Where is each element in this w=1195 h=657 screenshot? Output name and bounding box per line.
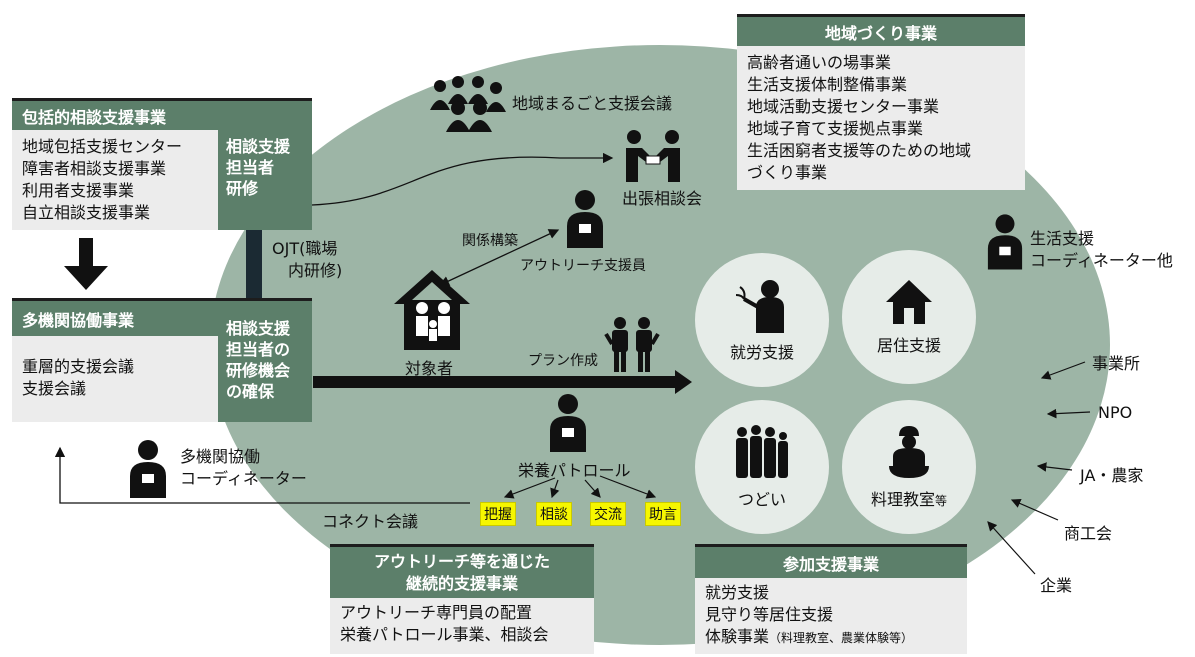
taishosha-label: 対象者 — [405, 359, 454, 378]
circle-tsudoi: つどい — [695, 400, 829, 534]
parent-child-icon — [604, 317, 660, 372]
family-house-icon — [394, 270, 470, 350]
circle-kyoju: 居住支援 — [842, 250, 976, 384]
tkc-line: コーディネーター — [180, 469, 307, 488]
chiiki-title: 地域づくり事業 — [737, 14, 1025, 46]
plan-label: プラン作成 — [528, 353, 598, 369]
staff-icon — [567, 190, 603, 248]
people-group-icon — [736, 425, 788, 478]
circle-ryori-main: 料理教室 — [870, 490, 935, 509]
ja-label: JA・農家 — [1080, 466, 1144, 485]
chiiki-item: 生活支援体制整備事業 — [747, 75, 908, 94]
takikan-side-line: 相談支援 — [226, 319, 291, 338]
ojt-label: OJT(職場 内研修) — [272, 238, 342, 282]
cooking-icon — [889, 426, 929, 478]
outreach-item: アウトリーチ専門員の配置 — [340, 603, 533, 622]
circle-shuro-label: 就労支援 — [729, 343, 794, 362]
houkatsu-item: 利用者支援事業 — [22, 181, 135, 200]
shutcho-label: 出張相談会 — [622, 189, 703, 208]
houkatsu-item: 地域包括支援センター — [22, 137, 183, 156]
chiiki-item: づくり事業 — [747, 163, 828, 182]
takikan-side-line: 研修機会 — [226, 361, 291, 380]
staff-icon — [987, 214, 1023, 270]
houkatsu-side-line: 担当者 — [226, 158, 275, 177]
sanka-title: 参加支援事業 — [695, 544, 967, 578]
circle-kyoju-label: 居住支援 — [876, 336, 941, 355]
outreach-title: アウトリーチ等を通じた 継続的支援事業 — [330, 544, 594, 598]
houkatsu-list: 地域包括支援センター 障害者相談支援事業 利用者支援事業 自立相談支援事業 — [12, 130, 218, 230]
seikatsu-line: 生活支援 — [1030, 229, 1095, 248]
tag-koryu: 交流 — [590, 502, 626, 526]
chiiki-item: 生活困窮者支援等のための地域 — [747, 141, 972, 160]
tag-jogen: 助言 — [645, 502, 681, 526]
houkatsu-item: 障害者相談支援事業 — [22, 159, 167, 178]
chiiki-list: 高齢者通いの場事業 生活支援体制整備事業 地域活動支援センター事業 地域子育て支… — [737, 46, 1025, 190]
seikatsu-label: 生活支援 コーディネーター他 — [1030, 228, 1173, 272]
circle-ryori-sub: 等 — [935, 494, 948, 508]
takikan-side-line: の確保 — [226, 382, 275, 401]
takikan-side: 相談支援 担当者の 研修機会 の確保 — [218, 314, 312, 422]
outreach-staff-label: アウトリーチ支援員 — [520, 258, 646, 274]
kankei-label: 関係構築 — [462, 233, 518, 249]
sanka-item: 就労支援 — [705, 583, 770, 602]
tkc-label: 多機関協働 コーディネーター — [180, 446, 307, 490]
outreach-title-line: 継続的支援事業 — [405, 573, 518, 593]
jigyosho-label: 事業所 — [1092, 354, 1141, 373]
outreach-list: アウトリーチ専門員の配置 栄養パトロール事業、相談会 — [330, 598, 594, 654]
houkatsu-side: 相談支援 担当者 研修 — [218, 130, 312, 230]
outreach-item: 栄養パトロール事業、相談会 — [340, 625, 549, 644]
sanka-last-sub: （料理教室、農業体験等） — [769, 631, 914, 645]
sanka-item: 見守り等居住支援 — [705, 605, 834, 624]
circle-ryori-label: 料理教室等 — [871, 486, 947, 510]
chiiki-item: 地域子育て支援拠点事業 — [747, 119, 924, 138]
circle-shuro: 就労支援 — [695, 253, 829, 387]
ojt-line: 内研修) — [288, 261, 343, 280]
takikan-side-line: 担当者の — [226, 340, 291, 359]
sanka-last-main: 体験事業 — [705, 627, 770, 646]
ojt-line: OJT(職場 — [272, 239, 338, 258]
chiiki-item: 地域活動支援センター事業 — [747, 97, 940, 116]
sanka-list: 就労支援 見守り等居住支援 体験事業（料理教室、農業体験等） — [695, 578, 967, 654]
takikan-list: 重層的支援会議 支援会議 — [12, 336, 218, 422]
houkatsu-side-line: 研修 — [226, 179, 259, 198]
tag-sodan: 相談 — [536, 502, 572, 526]
outreach-title-line: アウトリーチ等を通じた — [373, 551, 550, 571]
staff-icon — [550, 394, 586, 452]
group-icon — [430, 76, 506, 132]
staff-icon — [130, 440, 166, 498]
tkc-line: 多機関協働 — [180, 447, 261, 466]
npo-label: NPO — [1098, 403, 1133, 422]
circle-tsudoi-label: つどい — [737, 490, 786, 509]
circle-ryori: 料理教室等 — [842, 400, 976, 534]
chiiki-item: 高齢者通いの場事業 — [747, 53, 892, 72]
houkatsu-title: 包括的相談支援事業 — [12, 98, 312, 130]
takikan-item: 支援会議 — [22, 379, 87, 398]
takikan-item: 重層的支援会議 — [22, 357, 135, 376]
eiyo-label: 栄養パトロール — [518, 461, 631, 480]
tag-haaku: 把握 — [480, 502, 516, 526]
plant-person-icon — [735, 280, 784, 333]
seikatsu-line: コーディネーター他 — [1030, 251, 1173, 270]
house-icon — [886, 280, 932, 324]
kigyo-label: 企業 — [1040, 576, 1073, 595]
houkatsu-item: 自立相談支援事業 — [22, 203, 151, 222]
shoko-label: 商工会 — [1064, 524, 1113, 543]
marugoto-label: 地域まるごと支援会議 — [512, 94, 673, 113]
handshake-icon — [626, 130, 680, 182]
houkatsu-side-line: 相談支援 — [226, 137, 291, 156]
sanka-item: 体験事業（料理教室、農業体験等） — [705, 626, 957, 649]
connect-label: コネクト会議 — [322, 512, 419, 531]
